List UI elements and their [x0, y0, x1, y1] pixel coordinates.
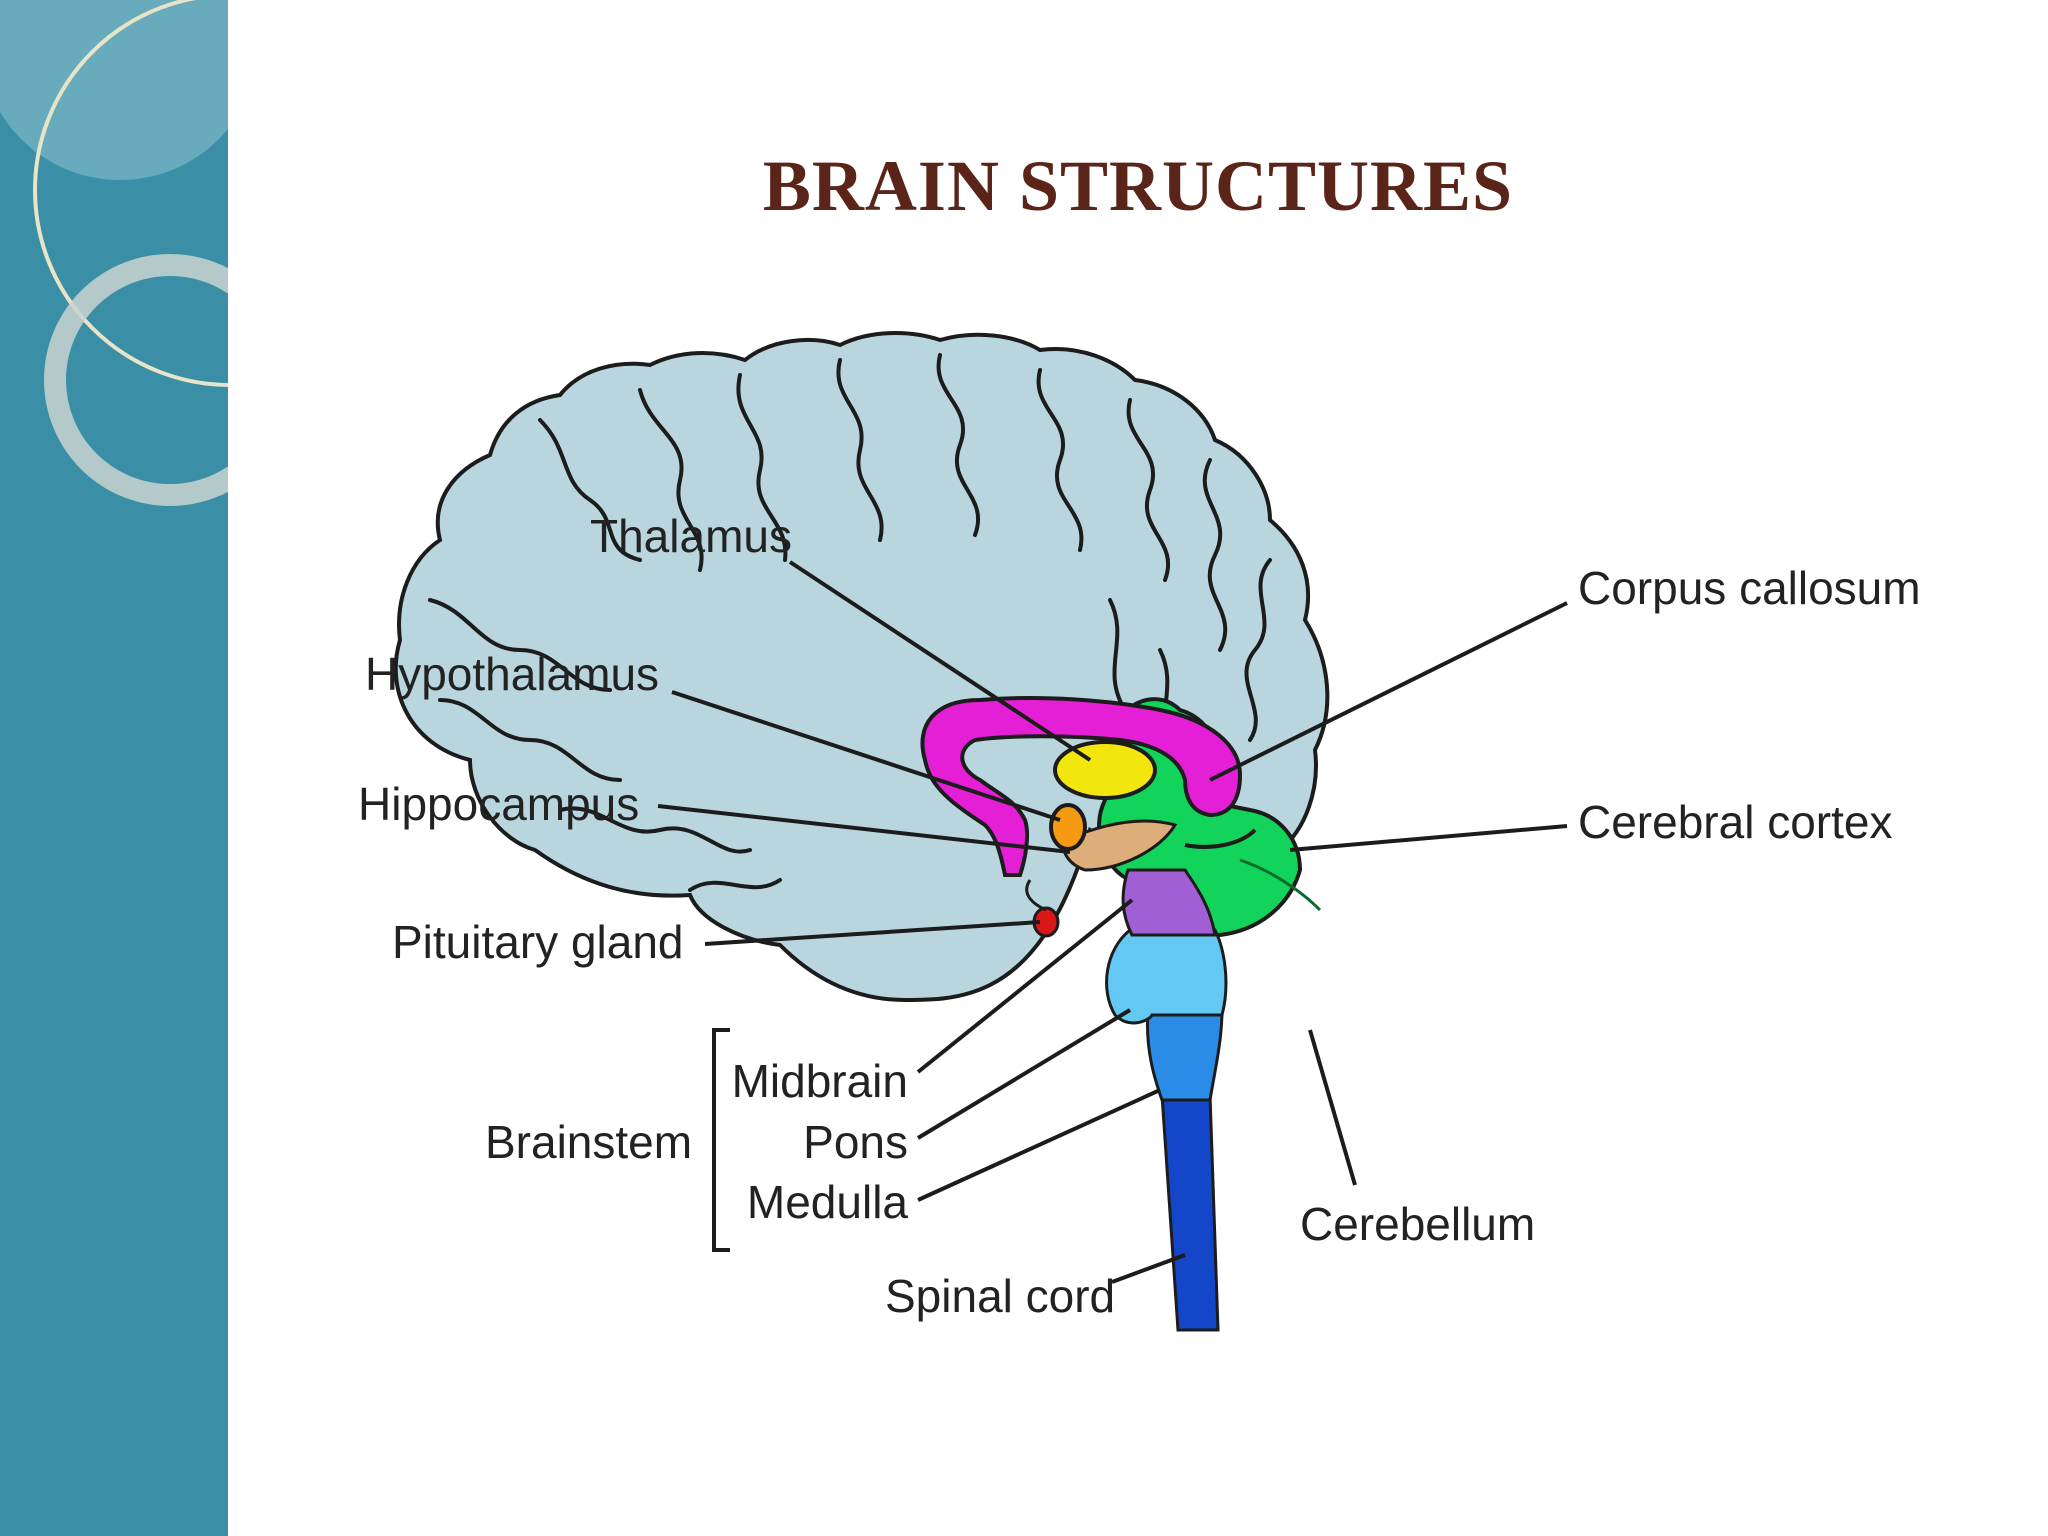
spinal-cord — [1160, 1093, 1220, 1332]
leader-corpus-callosum — [1209, 601, 1568, 782]
cerebellum-fold — [1239, 858, 1322, 912]
leader-hippocampus — [657, 804, 1071, 854]
label-cerebellum: Cerebellum — [1300, 1198, 1535, 1250]
label-hypothalamus: Hypothalamus — [365, 648, 659, 700]
label-corpus-callosum: Corpus callosum — [1578, 562, 1921, 614]
label-midbrain: Midbrain — [732, 1055, 908, 1107]
decorative-circles — [0, 0, 228, 506]
leader-medulla — [917, 1088, 1161, 1202]
thalamus — [1053, 740, 1157, 800]
label-pons: Pons — [803, 1116, 908, 1168]
label-spinal-cord: Spinal cord — [885, 1270, 1115, 1322]
midbrain — [1121, 868, 1217, 937]
label-hippocampus: Hippocampus — [358, 778, 639, 830]
leader-spinal-cord — [1111, 1253, 1186, 1284]
brainstem-bracket — [712, 1028, 730, 1252]
leader-pons — [916, 1008, 1132, 1140]
hypothalamus — [1049, 803, 1087, 851]
label-thalamus: Thalamus — [590, 510, 792, 562]
pons — [1105, 928, 1228, 1025]
leader-hypothalamus — [671, 690, 1061, 822]
label-medulla: Medulla — [747, 1176, 909, 1228]
leader-cerebellum — [1308, 1029, 1357, 1186]
cortex-folds — [428, 353, 1272, 892]
decorative-sidebar — [0, 0, 228, 1536]
label-brainstem: Brainstem — [485, 1116, 692, 1168]
label-cerebral-cortex: Cerebral cortex — [1578, 796, 1892, 848]
leader-thalamus — [788, 560, 1092, 762]
cerebral-cortex — [393, 331, 1330, 1003]
pituitary-stalk — [1025, 879, 1047, 912]
label-pituitary-gland: Pituitary gland — [392, 916, 684, 968]
hippocampus — [1062, 819, 1178, 872]
leader-cerebral-cortex — [1289, 824, 1568, 852]
deco-ring-thin — [33, 0, 228, 387]
page-title: BRAIN STRUCTURES — [762, 146, 1514, 226]
deco-ring-thick — [44, 254, 228, 506]
leader-pituitary — [704, 920, 1041, 946]
leader-lines — [657, 560, 1568, 1284]
deco-circle-light — [0, 0, 228, 180]
medulla — [1145, 1008, 1224, 1102]
leader-midbrain — [916, 898, 1134, 1074]
